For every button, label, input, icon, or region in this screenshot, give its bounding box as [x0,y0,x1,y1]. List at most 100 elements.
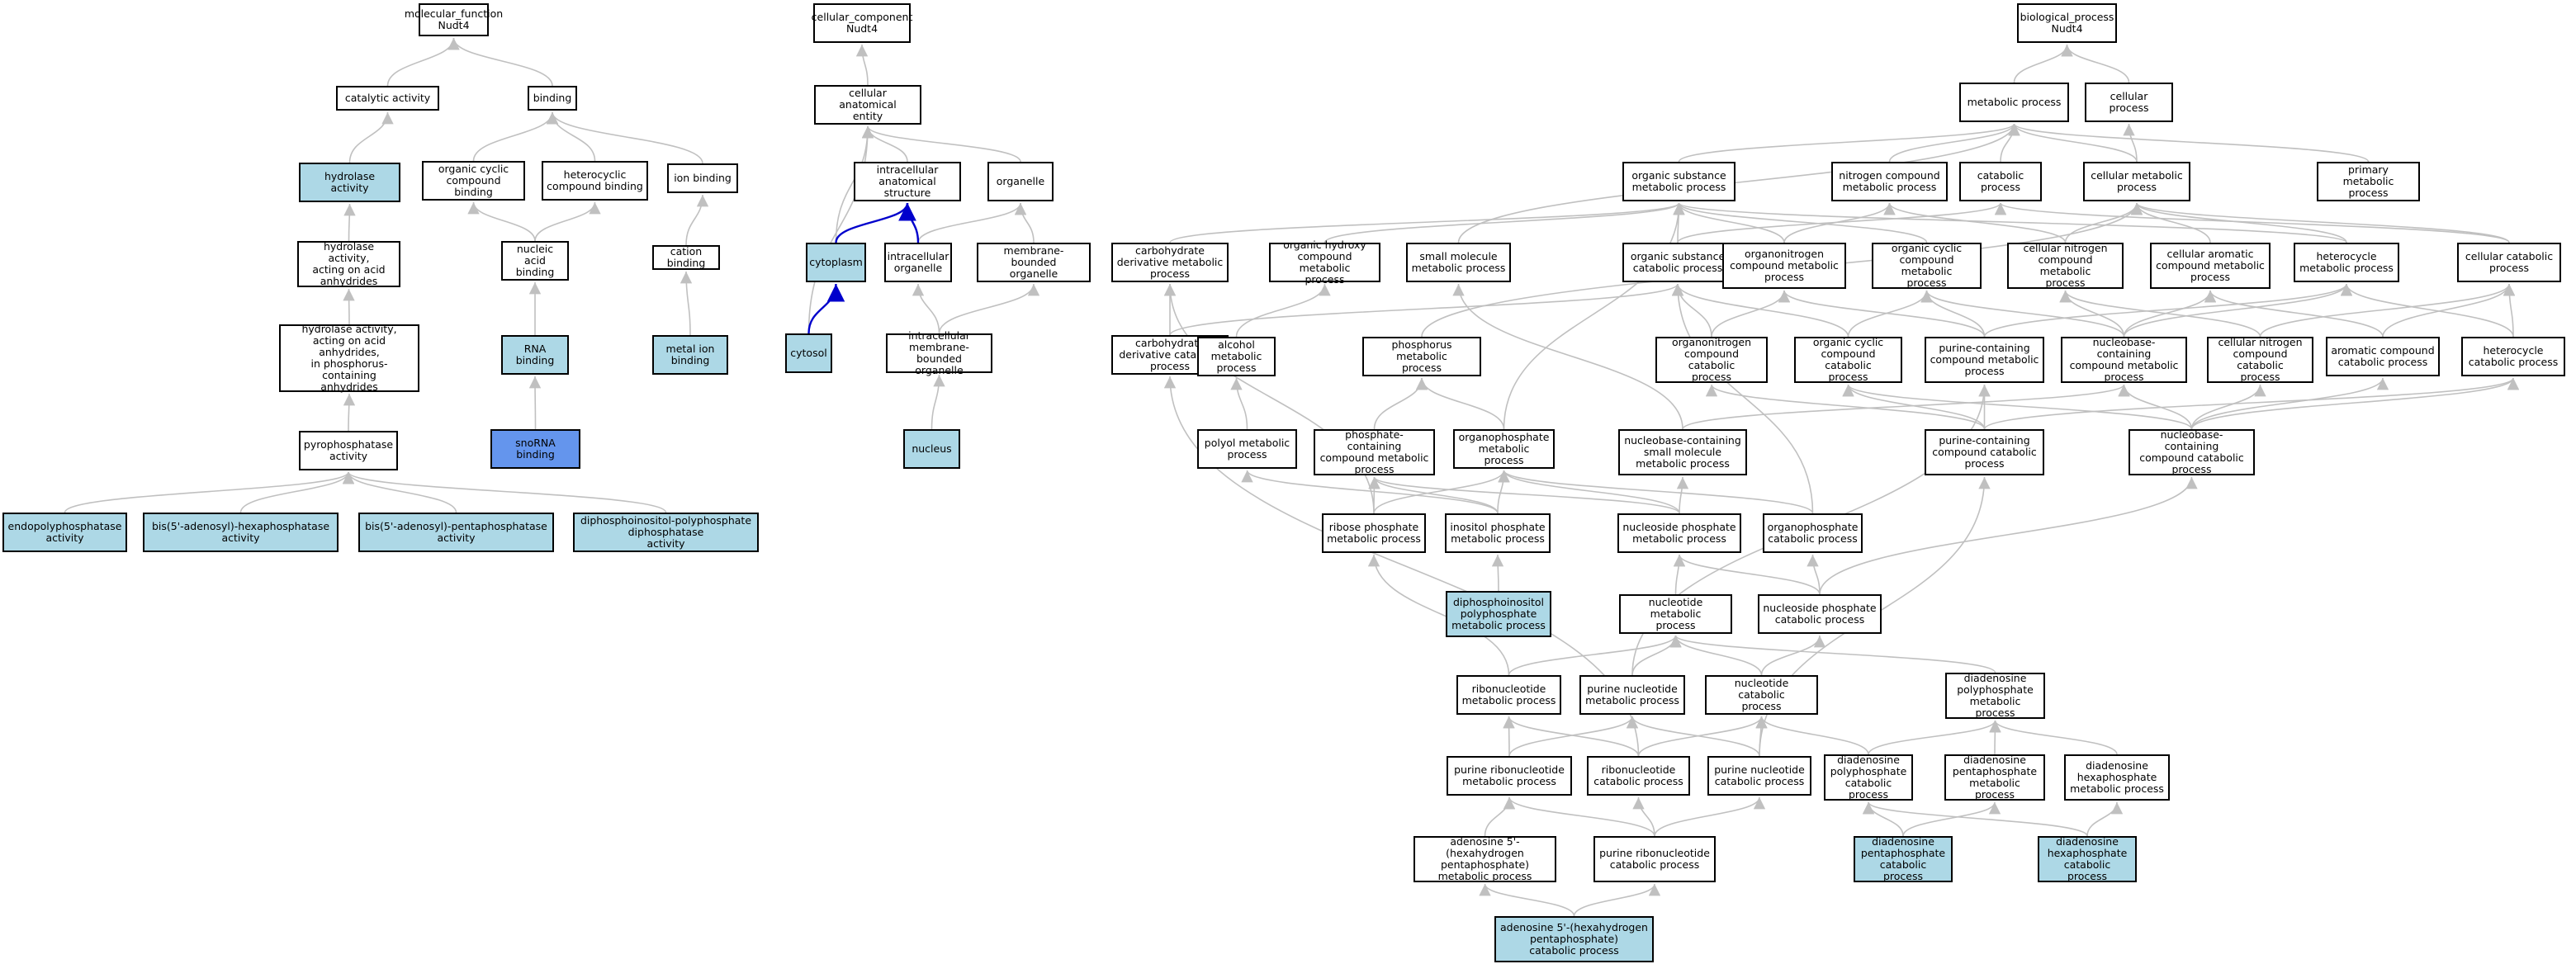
go-term-node-ribphmp[interactable]: ribose phosphate metabolic process [1322,513,1426,553]
go-term-node-hetcp[interactable]: heterocycle catabolic process [2461,337,2565,376]
go-term-node-oncp[interactable]: organonitrogen compound catabolic proces… [1655,337,1768,383]
go-term-node-dipp[interactable]: diphosphoinositol-polyphosphate diphosph… [573,513,759,552]
go-term-node-nbcmp[interactable]: nucleobase-containing compound metabolic… [2061,337,2187,383]
go-term-node-pmp[interactable]: primary metabolic process [2317,162,2420,201]
go-term-node-hetmp[interactable]: heterocycle metabolic process [2294,243,2399,282]
go-term-node-pyro[interactable]: pyrophosphatase activity [299,431,398,470]
go-term-node-rnabind[interactable]: RNA binding [501,335,569,375]
go-term-node-ocbind[interactable]: organic cyclic compound binding [422,161,525,201]
is-a-edge-cellproc-bp [2061,44,2130,83]
is-a-edge-intorg-organelle [917,202,1027,243]
go-term-node-pentaphos[interactable]: bis(5'-adenosyl)-pentaphosphatase activi… [358,513,554,552]
is-a-edge-pcccp-occcp [1842,384,1986,430]
go-term-node-catab[interactable]: catabolic process [1959,162,2042,201]
go-term-node-osmp[interactable]: organic substance metabolic process [1622,162,1735,201]
go-term-node-occmp[interactable]: organic cyclic compound metabolic proces… [1872,243,1982,289]
go-term-node-hetbind[interactable]: heterocyclic compound binding [542,161,648,201]
go-term-node-dapcp[interactable]: diadenosine polyphosphate catabolic proc… [1824,754,1913,801]
go-term-node-smmp[interactable]: small molecule metabolic process [1406,243,1511,282]
go-term-node-metab[interactable]: metabolic process [1959,83,2069,122]
go-term-node-dapentmp[interactable]: diadenosine pentaphosphate metabolic pro… [1944,754,2045,801]
is-a-edge-hetcp-hetmp [2340,283,2514,338]
go-term-node-bp[interactable]: biological_process Nudt4 [2017,3,2117,43]
go-term-node-nuccp[interactable]: nucleotide catabolic process [1705,675,1818,715]
go-term-node-cationbind[interactable]: cation binding [652,245,720,270]
go-term-node-cnccp[interactable]: cellular nitrogen compound catabolic pro… [2207,337,2313,383]
go-term-node-orgphmp[interactable]: organophosphate metabolic process [1453,429,1555,469]
go-term-node-catalytic[interactable]: catalytic activity [336,86,439,111]
go-term-node-oscp[interactable]: organic substance catabolic process [1622,243,1733,282]
is-a-edge-osmp-metab [1678,123,2020,163]
go-term-node-organelle[interactable]: organelle [987,162,1054,201]
go-term-node-a5hexmp[interactable]: adenosine 5'-(hexahydrogen pentaphosphat… [1413,836,1556,882]
go-term-node-hydacid[interactable]: hydrolase activity, acting on acid anhyd… [297,241,400,287]
go-term-node-endopoly[interactable]: endopolyphosphatase activity [2,513,127,552]
go-term-node-dapentcp[interactable]: diadenosine pentaphosphate catabolic pro… [1854,836,1953,882]
go-term-node-nucleus[interactable]: nucleus [903,429,960,469]
go-term-node-binding[interactable]: binding [528,86,577,111]
go-term-node-cytoplasm[interactable]: cytoplasm [806,243,866,282]
go-term-node-pcccp[interactable]: purine-containing compound catabolic pro… [1925,429,2044,475]
go-term-node-purnucmp[interactable]: purine nucleotide metabolic process [1579,675,1685,715]
go-term-node-nsphcp[interactable]: nucleoside phosphate catabolic process [1758,594,1882,634]
go-term-node-purribcp[interactable]: purine ribonucleotide catabolic process [1593,836,1716,882]
go-term-node-ribnucmp[interactable]: ribonucleotide metabolic process [1456,675,1561,715]
is-a-edge-metab-bp [2013,44,2073,83]
is-a-edge-cnccp-ccp [2259,283,2516,338]
go-term-node-onmp[interactable]: organonitrogen compound metabolic proces… [1722,243,1846,289]
go-term-node-a5hexcp[interactable]: adenosine 5'-(hexahydrogen pentaphosphat… [1494,916,1654,962]
go-term-node-cmp[interactable]: cellular metabolic process [2083,162,2190,201]
go-term-node-phcmp[interactable]: phosphate-containing compound metabolic … [1314,429,1435,475]
go-term-node-occcp[interactable]: organic cyclic compound catabolic proces… [1794,337,1902,383]
go-term-node-hydphos[interactable]: hydrolase activity, acting on acid anhyd… [279,324,419,393]
is-a-edge-cdcp-oscp [1169,283,1683,336]
go-term-node-dahexmp[interactable]: diadenosine hexaphosphate metabolic proc… [2064,754,2170,801]
go-term-node-mbo[interactable]: membrane-bounded organelle [977,243,1091,282]
go-term-node-inosmp[interactable]: inositol phosphate metabolic process [1445,513,1551,553]
go-term-node-orgphcp[interactable]: organophosphate catabolic process [1763,513,1863,553]
go-term-node-dapmp[interactable]: diadenosine polyphosphate metabolic proc… [1945,673,2045,719]
is-a-edge-cncmp-ncmp [1883,202,2067,243]
go-term-node-nbccp[interactable]: nucleobase-containing compound catabolic… [2129,429,2255,475]
go-term-node-nucmp[interactable]: nucleotide metabolic process [1619,594,1732,634]
go-term-node-accp[interactable]: aromatic compound catabolic process [2326,337,2440,376]
go-term-node-purnuccp[interactable]: purine nucleotide catabolic process [1707,756,1811,796]
go-term-node-hexaphos[interactable]: bis(5'-adenosyl)-hexaphosphatase activit… [143,513,339,552]
go-term-node-pccmp[interactable]: purine-containing compound metabolic pro… [1925,337,2044,383]
go-term-node-ias[interactable]: intracellular anatomical structure [854,162,961,201]
go-term-node-cncmp[interactable]: cellular nitrogen compound metabolic pro… [2007,243,2124,289]
is-a-edge-dapcp-dapmp [1868,720,2001,755]
go-term-node-cytosol[interactable]: cytosol [785,333,832,373]
go-term-node-almp[interactable]: alcohol metabolic process [1197,337,1276,376]
go-term-node-ionbind[interactable]: ion binding [667,163,738,193]
go-term-node-ccp[interactable]: cellular catabolic process [2457,243,2561,282]
go-term-node-hydrolase[interactable]: hydrolase activity [299,163,400,202]
is-a-edge-pccmp-onmp [1778,290,1986,338]
is-a-edge-ribnucmp-ribphmp [1367,554,1510,676]
is-a-edge-binding-mf [447,37,553,87]
go-term-node-snorna[interactable]: snoRNA binding [490,429,580,469]
go-term-node-nbsmmp[interactable]: nucleobase-containing small molecule met… [1618,429,1747,475]
go-term-node-dahexcp[interactable]: diadenosine hexaphosphate catabolic proc… [2038,836,2137,882]
go-term-node-phmp[interactable]: phosphorus metabolic process [1362,337,1481,376]
is-a-edge-dapentmp-dapmp [1989,720,2001,755]
go-term-node-nsphmp[interactable]: nucleoside phosphate metabolic process [1617,513,1741,553]
go-term-node-dppimp[interactable]: diphosphoinositol polyphosphate metaboli… [1446,591,1551,637]
go-term-node-cae[interactable]: cellular anatomical entity [814,85,921,125]
go-term-node-ohcmp[interactable]: organic hydroxy compound metabolic proce… [1269,239,1380,286]
go-term-node-ribnuccp[interactable]: ribonucleotide catabolic process [1587,756,1690,796]
go-term-node-cc[interactable]: cellular_component Nudt4 [812,3,912,43]
go-term-node-nabind[interactable]: nucleic acid binding [501,241,569,281]
go-term-node-purribmp[interactable]: purine ribonucleotide metabolic process [1447,756,1572,796]
go-term-node-cacmp[interactable]: cellular aromatic compound metabolic pro… [2150,243,2271,289]
go-term-node-metalbind[interactable]: metal ion binding [652,335,728,375]
go-term-node-cellproc[interactable]: cellular process [2085,83,2173,122]
go-term-node-polyol[interactable]: polyol metabolic process [1197,429,1297,469]
go-term-node-ncmp[interactable]: nitrogen compound metabolic process [1831,162,1948,201]
go-term-node-mf[interactable]: molecular_function Nudt4 [405,3,503,36]
go-term-node-cdmp[interactable]: carbohydrate derivative metabolic proces… [1111,243,1229,282]
go-term-node-intorg[interactable]: intracellular organelle [884,243,952,282]
is-a-edge-mbo-organelle [1014,202,1035,243]
is-a-edge-purribcp-purribmp [1503,796,1655,837]
go-term-node-imbo[interactable]: intracellular membrane-bounded organelle [886,330,992,376]
